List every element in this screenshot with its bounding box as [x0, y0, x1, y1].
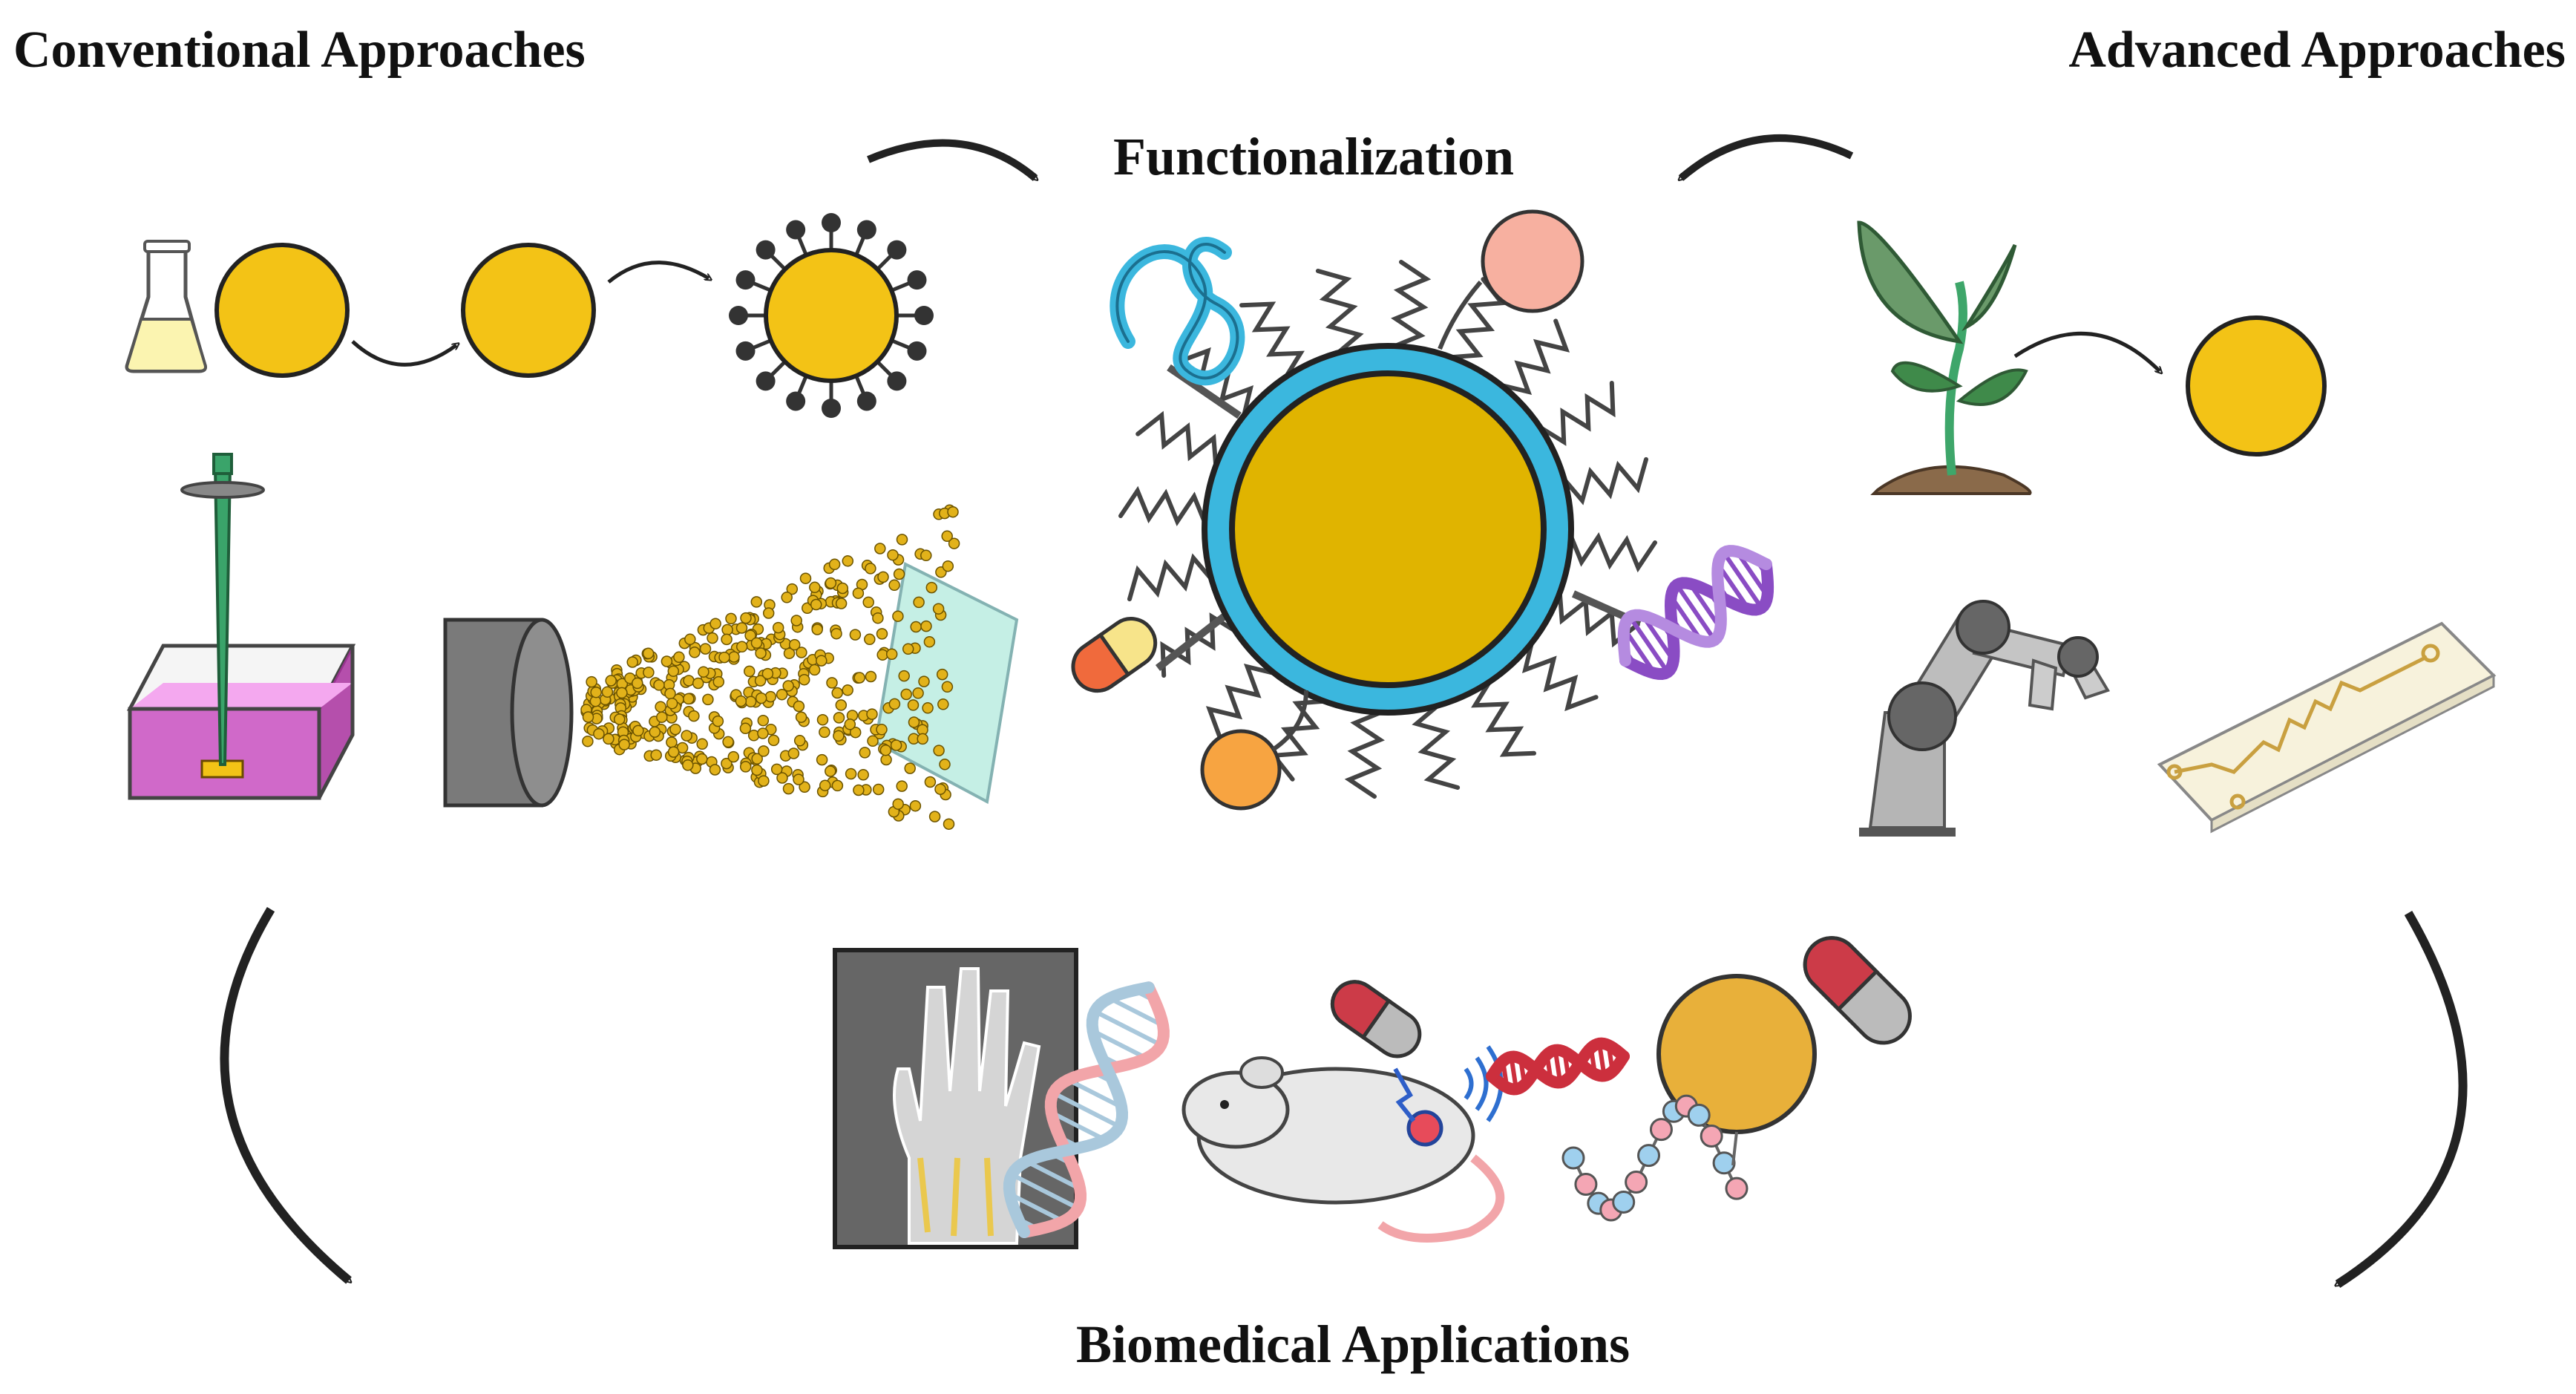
capsule-icon	[1803, 936, 1912, 1045]
mouse-icon	[1182, 1056, 1505, 1243]
robot-arm-icon	[1859, 600, 2110, 837]
arrow-advanced-to-functionalization	[1681, 134, 1854, 178]
process-arrow	[351, 340, 456, 367]
capsule-icon	[1071, 617, 1158, 693]
functionalized-nanoparticle	[1118, 260, 1657, 799]
protein-knot-icon	[1110, 237, 1245, 386]
functionalization-title: Functionalization	[1113, 127, 1515, 186]
advanced-approaches-title: Advanced Approaches	[2068, 22, 2566, 79]
capsule-icon	[1330, 980, 1422, 1058]
conventional-approaches-title: Conventional Approaches	[13, 22, 586, 79]
process-arrow	[2013, 331, 2160, 371]
arrow-conventional-to-applications	[220, 906, 349, 1280]
process-arrow	[607, 261, 709, 284]
arrow-conventional-to-functionalization	[867, 139, 1035, 178]
dna-icon	[1617, 545, 1774, 681]
microfluidic-chip-icon	[2157, 621, 2497, 834]
small-sphere-icon	[1200, 729, 1282, 811]
nanoparticle-icon	[2186, 315, 2327, 457]
dna-icon	[1003, 981, 1170, 1238]
bead-chain-icon	[1561, 1094, 1749, 1222]
xray-hand-icon	[833, 948, 1078, 1249]
pipette-electrode-icon	[126, 453, 356, 800]
plant-icon	[1857, 220, 2032, 495]
arrow-advanced-to-applications	[2338, 910, 2468, 1289]
antibody-sphere-icon	[1481, 209, 1584, 313]
biomedical-applications-title: Biomedical Applications	[1076, 1315, 1631, 1374]
nanoparticle-icon	[461, 243, 596, 378]
nanoparticle-icon	[214, 243, 350, 378]
dna-icon	[1486, 1037, 1630, 1096]
ligand-coated-nanoparticle-icon	[729, 213, 934, 418]
laser-ablation-icon	[443, 504, 1019, 830]
flask-icon	[125, 240, 207, 373]
